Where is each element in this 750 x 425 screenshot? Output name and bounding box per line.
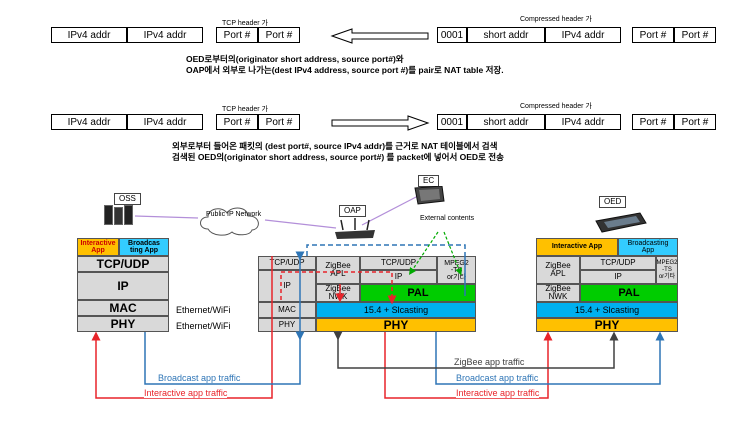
- oed-interactive-app-block: Interactive App: [536, 238, 618, 256]
- ipv4-addr-cell: IPv4 addr: [545, 114, 621, 130]
- compressed-header-title-1: Compressed header 가: [520, 16, 592, 23]
- dispatch-cell: 0001: [437, 114, 467, 130]
- port-cell: Port #: [258, 27, 300, 43]
- interactive-traffic-label-right: Interactive app traffic: [456, 388, 540, 398]
- port-cell: Port #: [216, 27, 258, 43]
- server-icon: [104, 205, 136, 225]
- right-arrow-icon: [331, 115, 430, 131]
- nat-lookup-line-2: 검색된 OED의(originator short address, sourc…: [172, 152, 504, 162]
- mac-block: MAC: [77, 300, 169, 316]
- port-cell: Port #: [258, 114, 300, 130]
- tcp-header-title-1: TCP header 가: [222, 20, 268, 27]
- oed-pal-block: PAL: [580, 284, 678, 302]
- left-arrow-icon: [330, 28, 429, 44]
- oed-label: OED: [599, 196, 627, 208]
- port-cell: Port #: [674, 114, 716, 130]
- oed-zigbee-apl-block: ZigBee APL: [536, 256, 580, 284]
- ethernet-wifi-label: Ethernet/WiFi: [176, 321, 231, 331]
- ethernet-wifi-label: Ethernet/WiFi: [176, 305, 231, 315]
- tv-set-icon: [414, 186, 445, 205]
- oss-label: OSS: [114, 193, 141, 205]
- oed-tcp-udp-block: TCP/UDP: [580, 256, 656, 270]
- oed-ip-block: IP: [580, 270, 656, 284]
- interactive-traffic-label-left: Interactive app traffic: [144, 388, 228, 398]
- short-addr-cell: short addr: [467, 114, 545, 130]
- compressed-header-title-2: Compressed header 가: [520, 103, 592, 110]
- oed-device-icon: [595, 212, 647, 233]
- nat-note-line-2: OAP에서 외부로 나가는(dest IPv4 address, source …: [186, 65, 504, 75]
- oap-zigbee-apl-block: ZigBee APL: [316, 256, 360, 284]
- port-cell: Port #: [216, 114, 258, 130]
- external-contents-label: External contents: [420, 215, 475, 222]
- short-addr-cell: short addr: [467, 27, 545, 43]
- interactive-app-block: Interactive App: [77, 238, 119, 256]
- zigbee-traffic-label: ZigBee app traffic: [454, 357, 525, 367]
- tcp-udp-block: TCP/UDP: [77, 256, 169, 272]
- oap-zigbee-tcp-udp-block: TCP/UDP: [360, 256, 437, 270]
- tcp-header-title-2: TCP header 가: [222, 106, 268, 113]
- oap-zigbee-ip-block: IP: [360, 270, 437, 284]
- dispatch-cell: 0001: [437, 27, 467, 43]
- port-cell: Port #: [632, 114, 674, 130]
- ipv4-addr-cell: IPv4 addr: [127, 27, 203, 43]
- ipv4-addr-cell: IPv4 addr: [51, 27, 127, 43]
- oap-phy2-block: PHY: [316, 318, 476, 332]
- port-cell: Port #: [632, 27, 674, 43]
- broadcasting-app-block: Broadcas ting App: [119, 238, 169, 256]
- oap-ip-block: IP: [258, 270, 316, 302]
- oed-sicasting-block: 15.4 + Slcasting: [536, 302, 678, 318]
- router-icon: [335, 218, 375, 239]
- port-cell: Port #: [674, 27, 716, 43]
- ipv4-addr-cell: IPv4 addr: [127, 114, 203, 130]
- oed-broadcasting-app-block: Broadcasting App: [618, 238, 678, 256]
- nat-note-line-1: OED로부터의(originator short address, source…: [186, 54, 404, 64]
- cloud-icon: [200, 207, 259, 236]
- nat-lookup-line-1: 외부로부터 들어온 패킷의 (dest port#, source IPv4 a…: [172, 141, 498, 151]
- oed-mpeg2-ts-block: MPEG2 -TS or기타: [656, 256, 678, 284]
- public-ip-network-label: Public IP Network: [206, 211, 262, 218]
- phy-block: PHY: [77, 316, 169, 332]
- ipv4-addr-cell: IPv4 addr: [545, 27, 621, 43]
- broadcast-traffic-label-left: Broadcast app traffic: [158, 373, 241, 383]
- oap-mpeg2-ts-block: MPEG2 -TS or기타: [437, 256, 476, 284]
- ipv4-addr-cell: IPv4 addr: [51, 114, 127, 130]
- broadcast-traffic-label-right: Broadcast app traffic: [456, 373, 539, 383]
- oap-label: OAP: [339, 205, 366, 217]
- oed-zigbee-nwk-block: ZigBee NWK: [536, 284, 580, 302]
- ip-block: IP: [77, 272, 169, 300]
